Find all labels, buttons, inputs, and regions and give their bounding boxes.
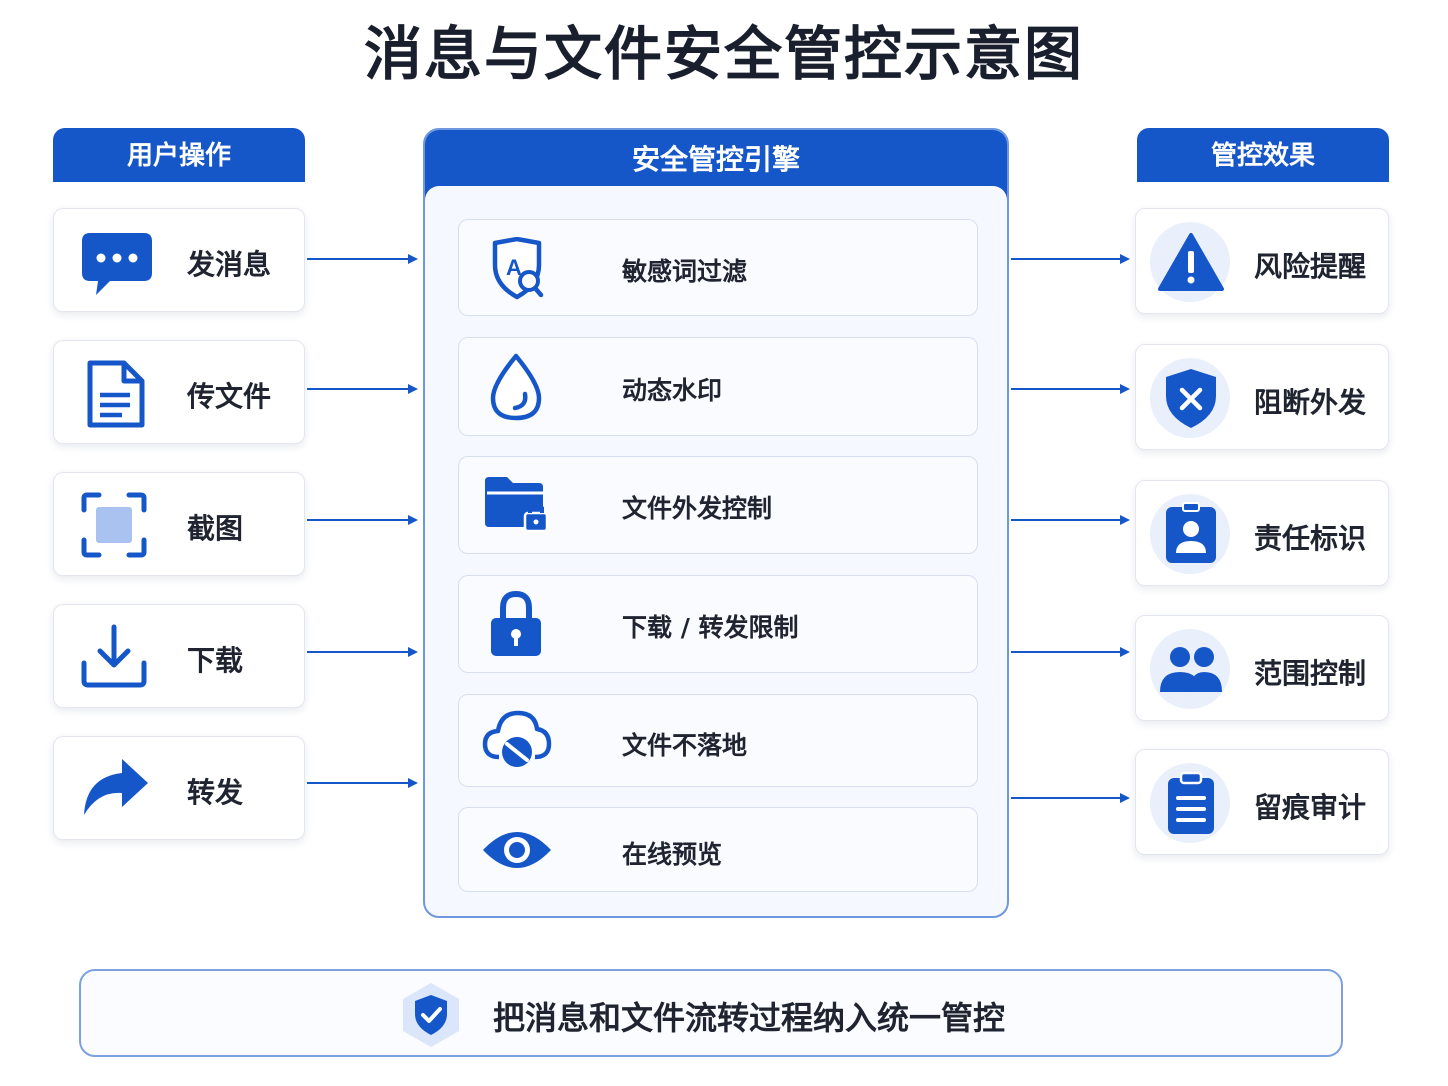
- right-card-label: 阻断外发: [1254, 386, 1367, 419]
- shield-search-icon: A: [481, 236, 551, 305]
- diagram-title: 消息与文件安全管控示意图: [363, 20, 1084, 88]
- water-drop-icon: [481, 352, 551, 426]
- eye-icon: [481, 822, 553, 882]
- download-icon: [80, 623, 148, 693]
- right-card-label: 留痕审计: [1254, 791, 1367, 824]
- badge-user-icon: [1162, 501, 1220, 569]
- engine-header: 安全管控引擎: [425, 130, 1007, 186]
- left-card-label: 发消息: [187, 248, 272, 281]
- engine-item-dynamic-watermark: 动态水印: [458, 337, 978, 436]
- folder-lock-icon: [481, 471, 553, 539]
- left-card-label: 下载: [187, 644, 244, 677]
- document-icon: [86, 359, 146, 433]
- left-card-label: 转发: [187, 776, 244, 809]
- left-card-download: 下载: [53, 604, 305, 708]
- engine-item-file-outbound-control: 文件外发控制: [458, 456, 978, 554]
- engine-item-file-no-local-storage: 文件不落地: [458, 694, 978, 787]
- shield-check-icon: [399, 981, 463, 1053]
- left-card-forward: 转发: [53, 736, 305, 840]
- engine-item-label: 下载 / 转发限制: [622, 613, 799, 642]
- forward-arrow-icon: [80, 757, 150, 821]
- left-column-header: 用户操作: [53, 128, 305, 182]
- shield-x-icon: [1162, 366, 1220, 434]
- left-card-label: 传文件: [187, 380, 272, 413]
- users-icon: [1158, 644, 1224, 700]
- right-card-audit-trail: 留痕审计: [1135, 749, 1389, 855]
- footer-banner: 把消息和文件流转过程纳入统一管控: [79, 969, 1343, 1057]
- engine-item-sensitive-word-filter: A 敏感词过滤: [458, 219, 978, 316]
- right-card-label: 责任标识: [1254, 522, 1367, 555]
- engine-item-label: 动态水印: [622, 376, 723, 405]
- warning-icon: [1156, 231, 1226, 297]
- chat-bubble-icon: [80, 231, 154, 301]
- right-column-header: 管控效果: [1137, 128, 1389, 182]
- left-card-upload-file: 传文件: [53, 340, 305, 444]
- clipboard-icon: [1164, 770, 1218, 840]
- right-card-scope-control: 范围控制: [1135, 615, 1389, 721]
- right-card-label: 风险提醒: [1254, 250, 1367, 283]
- cloud-block-icon: [481, 707, 553, 777]
- padlock-icon: [481, 590, 551, 662]
- footer-text: 把消息和文件流转过程纳入统一管控: [493, 999, 1006, 1037]
- right-card-label: 范围控制: [1254, 657, 1367, 690]
- left-card-send-message: 发消息: [53, 208, 305, 312]
- right-card-risk-alert: 风险提醒: [1135, 208, 1389, 314]
- engine-item-label: 敏感词过滤: [622, 257, 748, 286]
- engine-item-label: 文件外发控制: [622, 494, 773, 523]
- svg-text:A: A: [506, 255, 522, 280]
- right-card-accountability: 责任标识: [1135, 480, 1389, 586]
- engine-item-online-preview: 在线预览: [458, 807, 978, 892]
- left-card-label: 截图: [187, 512, 244, 545]
- engine-item-label: 在线预览: [622, 840, 723, 869]
- screenshot-icon: [81, 492, 147, 562]
- left-card-screenshot: 截图: [53, 472, 305, 576]
- security-engine-panel: 安全管控引擎 A 敏感词过滤 动态水印 文件外发控制 下载 / 转发限制 文件不…: [423, 128, 1009, 918]
- engine-item-download-forward-limit: 下载 / 转发限制: [458, 575, 978, 673]
- engine-item-label: 文件不落地: [622, 731, 748, 760]
- right-card-block-outbound: 阻断外发: [1135, 344, 1389, 450]
